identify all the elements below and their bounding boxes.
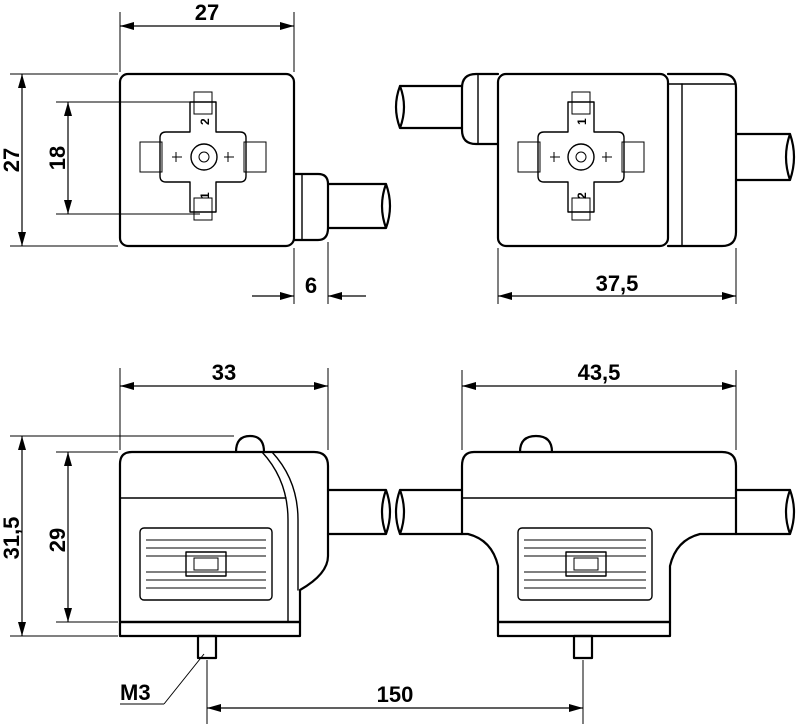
pin-label-top-right: 1	[575, 118, 589, 125]
front-view-right: 1 2 37,5	[394, 72, 796, 304]
dim-cable-offset: 6	[305, 273, 317, 298]
dim-front-width: 27	[195, 0, 219, 25]
dim-contact-spacing: 18	[45, 146, 70, 170]
dim-side-width: 33	[212, 360, 236, 385]
pin-label-bottom-right: 2	[575, 192, 589, 199]
dim-total-height: 31,5	[0, 517, 24, 560]
label-thread-m3: M3	[120, 680, 151, 705]
ground-symbol-icon	[172, 152, 234, 162]
dim-body-height: 29	[45, 528, 70, 552]
dim-side-right-width: 43,5	[578, 360, 621, 385]
pin-label-bottom: 1	[198, 192, 212, 199]
dim-front-height: 27	[0, 148, 24, 172]
dim-screw-spacing: 150	[206, 660, 584, 724]
ground-symbol-icon	[550, 152, 612, 162]
side-view-right: 43,5	[394, 360, 796, 660]
dim-screw-spacing-label: 150	[377, 682, 414, 707]
side-view-left: 33 31,5 29 M3	[0, 360, 392, 705]
front-view-left: 2 1 27 27 18 6	[0, 0, 392, 304]
pin-label-top: 2	[198, 118, 212, 125]
dim-front-right-width: 37,5	[596, 271, 639, 296]
